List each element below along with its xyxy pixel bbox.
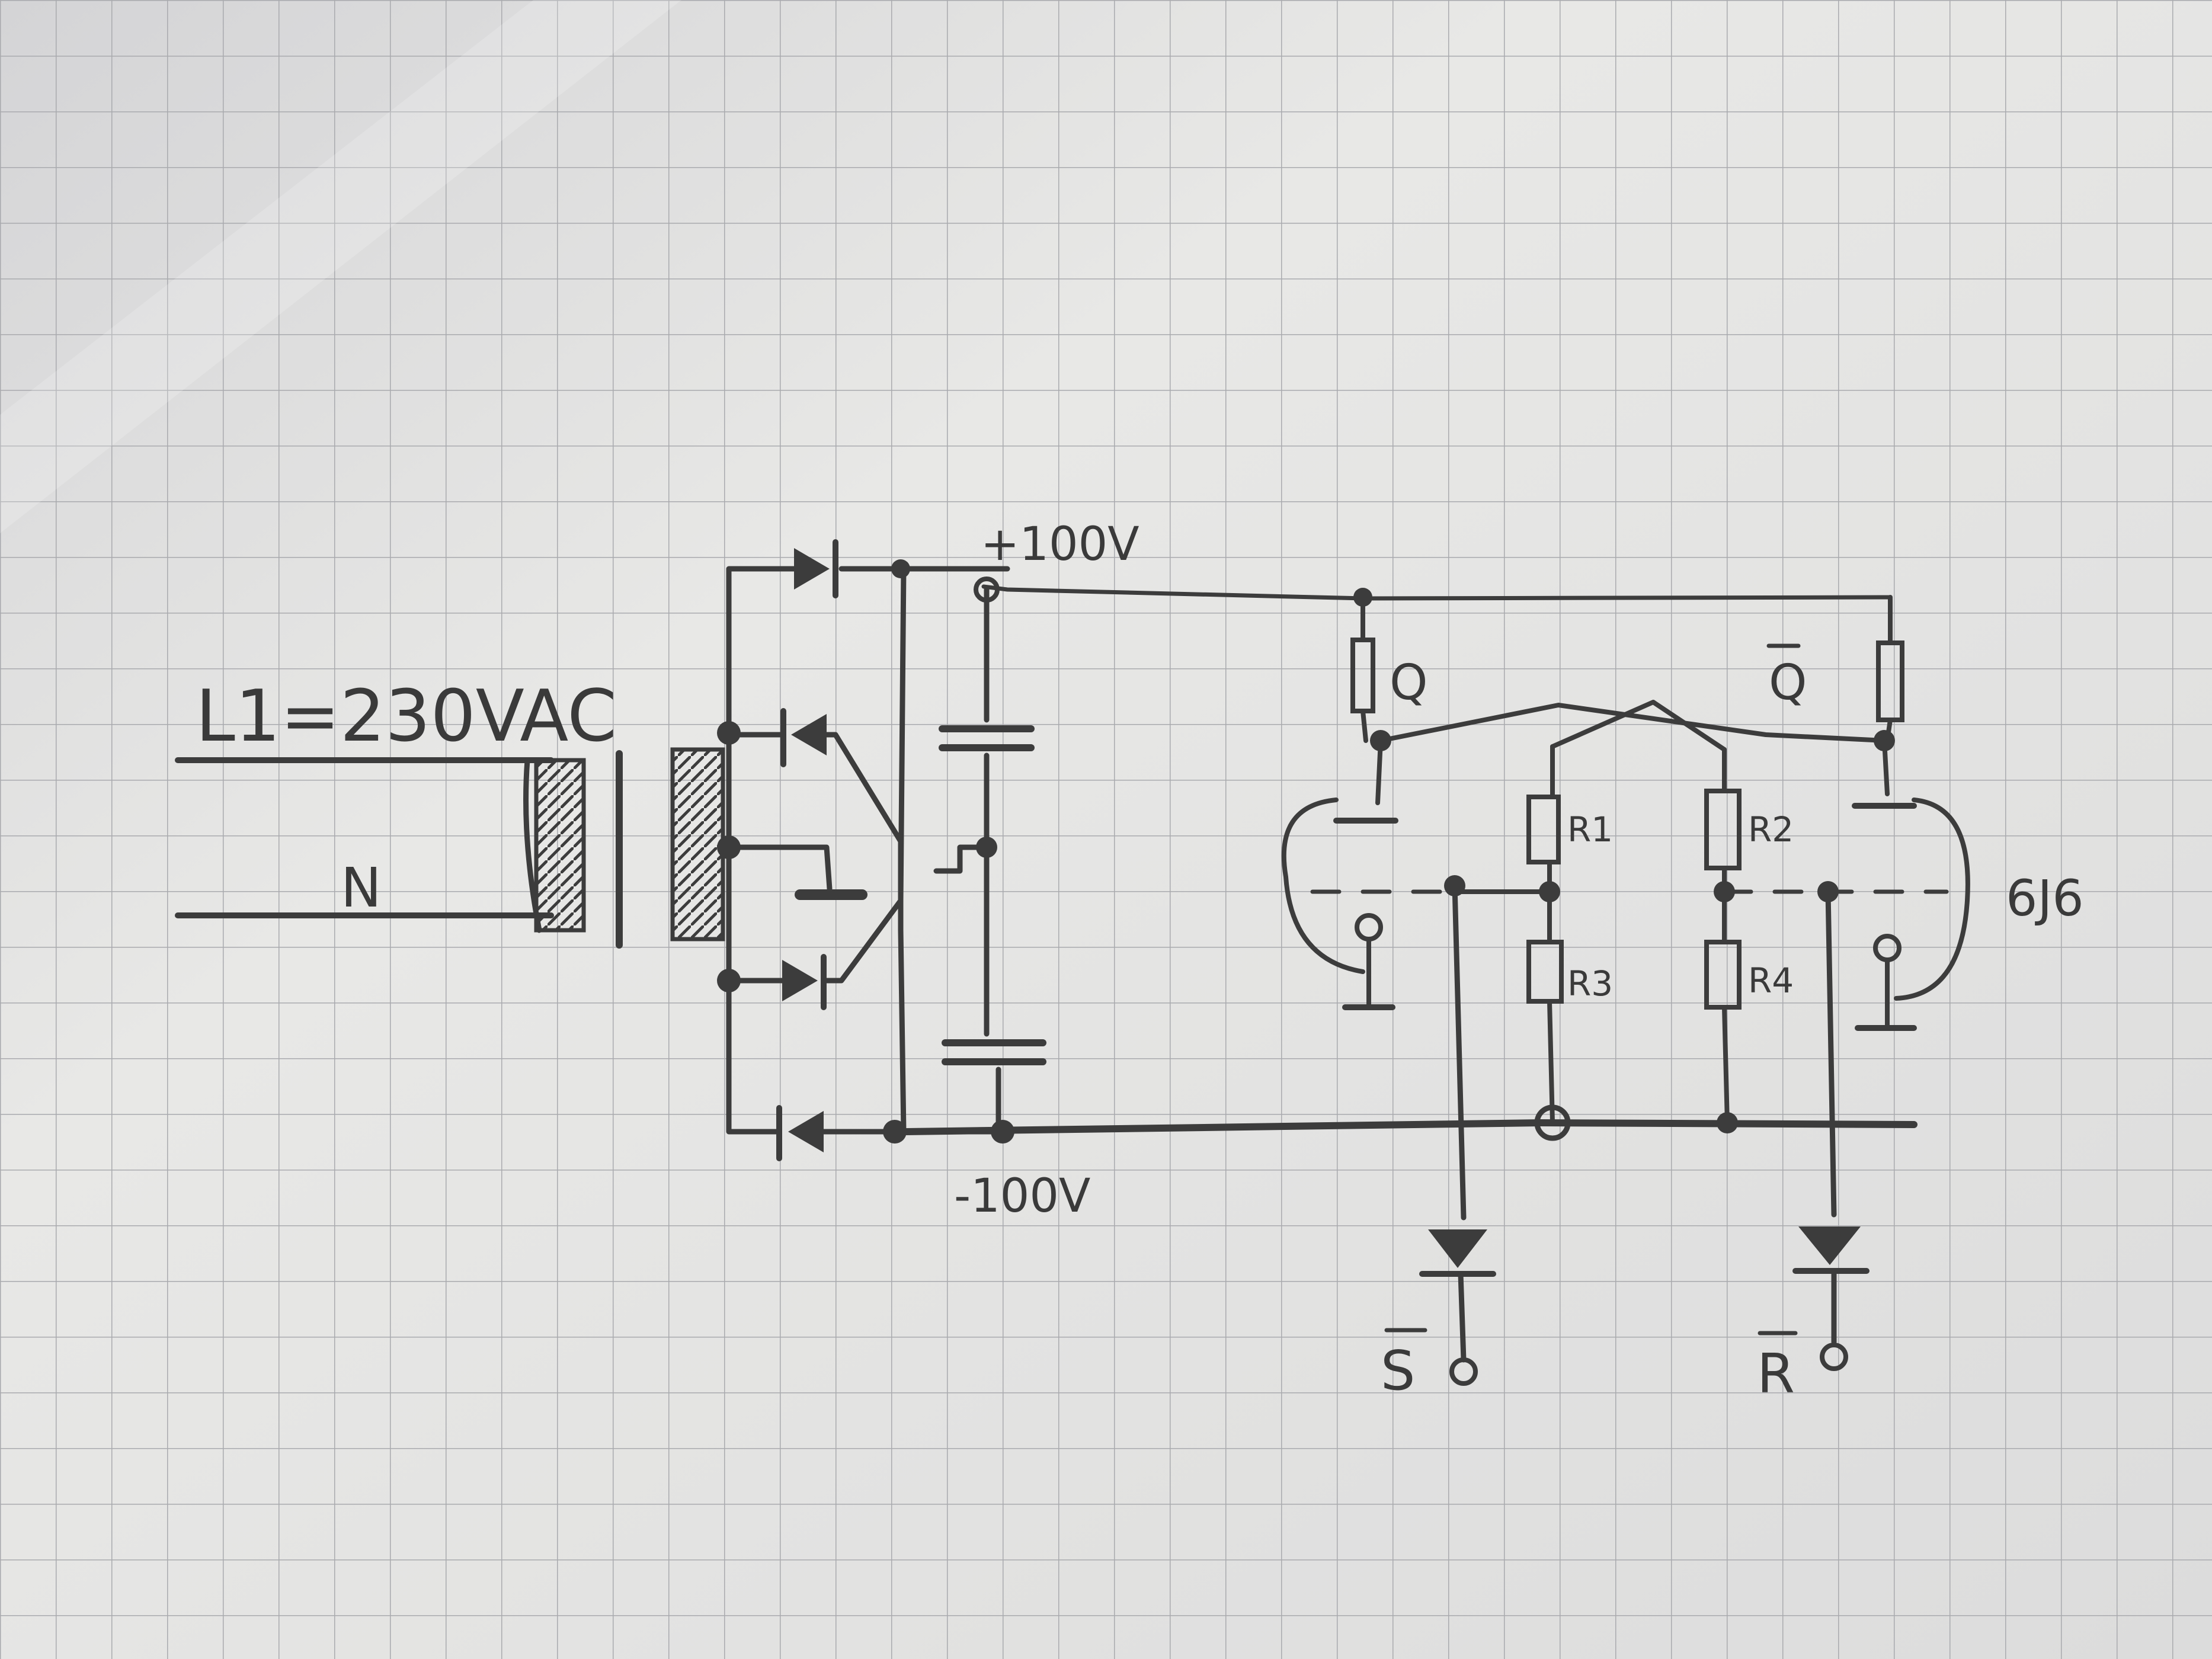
r2-label: R2 [1748,809,1794,850]
resistor-r1 [1526,795,1561,864]
reset-input-label: R [1757,1342,1795,1405]
set-input-terminal[interactable] [1449,1357,1478,1386]
double-triode-6J6: 6J6 [1281,738,2084,1031]
bridge-rectifier [717,539,1010,1161]
anode-resistors: Q Q [1350,588,1904,752]
shadow-band [0,0,681,533]
r3-label: R3 [1567,963,1613,1004]
r1-label: R1 [1567,809,1613,850]
set-reset-inputs: S R [1381,883,1870,1405]
bridge-diode-top [794,539,838,598]
reset-input-terminal[interactable] [1820,1343,1848,1371]
negative-rail-label: -100V [954,1170,1090,1223]
mains-input: L1=230VAC N [175,675,617,920]
output-q-label: Q [1390,655,1428,711]
mains-neutral-label: N [341,856,382,920]
set-diode [1419,1229,1496,1277]
supply-rails: +100V -100V [903,518,1918,1223]
divider-resistors: R1 R3 R2 R4 [1526,744,1794,1141]
r4-label: R4 [1748,960,1794,1001]
bridge-diode-upper-mid [780,708,827,767]
tube-label: 6J6 [2006,869,2084,927]
positive-rail-label: +100V [981,518,1139,571]
resistor-r3 [1526,940,1564,1004]
transformer [523,747,725,949]
reset-diode [1792,1226,1870,1274]
filter-capacitors [933,587,1046,1135]
mains-line-label: L1=230VAC [196,675,617,758]
set-input-label: S [1381,1339,1415,1402]
bridge-diode-bottom [776,1105,824,1161]
output-q-bar-label: Q [1769,655,1807,711]
